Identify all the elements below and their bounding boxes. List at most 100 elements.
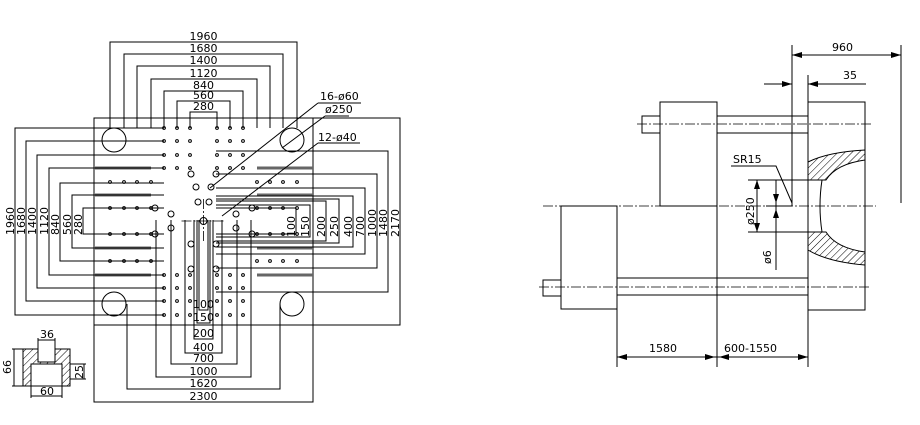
tslot-section (22, 348, 71, 387)
dim-bottom: 150 (193, 311, 214, 324)
thread-hole (188, 299, 192, 303)
tslot-depth-dim: 25 (73, 365, 86, 379)
dim-right: 100 (285, 216, 298, 237)
thread-hole (175, 139, 179, 143)
mounting-hole (207, 183, 215, 191)
dim-top: 1960 (190, 30, 218, 43)
thread-hole (175, 166, 179, 170)
mounting-hole (232, 210, 240, 218)
machine-side-view: 960 35 SR15 ø250 ø6 1580 600-1550 (539, 41, 902, 367)
dia-250-label: ø250 (744, 197, 757, 225)
dim-left: 280 (72, 214, 85, 235)
mounting-hole (232, 224, 240, 232)
tie-bar-hole (101, 127, 127, 153)
thread-hole (228, 286, 232, 290)
thread-hole (241, 166, 245, 170)
thread-hole (268, 259, 272, 263)
dim-top: 840 (193, 79, 214, 92)
dim-top: 1400 (190, 54, 218, 67)
thread-hole (241, 299, 245, 303)
thread-hole (188, 286, 192, 290)
thread-hole (188, 166, 192, 170)
thread-hole (228, 273, 232, 277)
nozzle-section-bottom (807, 231, 866, 266)
tslot-height-dim: 66 (1, 360, 14, 374)
mounting-hole (212, 265, 220, 273)
dim-bottom: 2300 (190, 390, 218, 403)
dim-600-1550: 600-1550 (724, 342, 777, 355)
dim-bottom: 100 (193, 298, 214, 311)
thread-hole (241, 286, 245, 290)
dim-left: 1680 (15, 207, 28, 235)
leader (209, 102, 319, 189)
tie-bar-hole (279, 127, 305, 153)
tslot-profile: 36 66 25 60 (1, 328, 86, 398)
dim-1580: 1580 (649, 342, 677, 355)
platen-front-view: 1960168014001120840560280230016201000700… (4, 30, 402, 403)
thread-hole (241, 273, 245, 277)
dim-right: 1480 (377, 209, 390, 237)
leader (221, 142, 319, 217)
tie-bar-top (716, 115, 809, 134)
thread-hole (281, 259, 285, 263)
dim-bottom: 1000 (190, 365, 218, 378)
dim-right: 150 (299, 216, 312, 237)
sr15-label: SR15 (733, 153, 762, 166)
thread-hole (241, 153, 245, 157)
callout-holes: 16-ø60 (320, 90, 359, 103)
thread-hole (228, 166, 232, 170)
thread-hole (228, 153, 232, 157)
dim-bottom: 200 (193, 327, 214, 340)
thread-hole (175, 153, 179, 157)
thread-hole (215, 299, 219, 303)
dim-bottom: 400 (193, 341, 214, 354)
dim-left: 1120 (38, 207, 51, 235)
thread-hole (175, 313, 179, 317)
rod-stub-bottom (542, 279, 562, 297)
tie-bar-hole (279, 291, 305, 317)
dim-left: 1400 (26, 207, 39, 235)
mounting-hole (187, 170, 195, 178)
thread-hole (215, 166, 219, 170)
thread-hole (268, 180, 272, 184)
dim-right: 400 (342, 216, 355, 237)
thread-hole (188, 153, 192, 157)
dim-bottom: 700 (193, 352, 214, 365)
tie-bar-hole (101, 291, 127, 317)
dim-35: 35 (843, 69, 857, 82)
tslot-top-dim: 36 (40, 328, 54, 341)
dim-left: 840 (49, 214, 62, 235)
thread-hole (188, 139, 192, 143)
dim-960: 960 (832, 41, 853, 54)
mounting-hole (205, 198, 213, 206)
dim-left: 560 (61, 214, 74, 235)
mounting-hole (187, 240, 195, 248)
nozzle-section-top (807, 149, 866, 181)
leader (281, 115, 326, 149)
tie-bar-bottom (616, 277, 809, 296)
callout-threads: 12-ø40 (318, 131, 357, 144)
dim-top: 280 (193, 100, 214, 113)
dim-right: 1000 (366, 209, 379, 237)
dim-top: 560 (193, 89, 214, 102)
thread-hole (215, 153, 219, 157)
thread-hole (241, 139, 245, 143)
thread-hole (228, 313, 232, 317)
ejector-housing (560, 205, 618, 310)
dim-right: 250 (328, 216, 341, 237)
thread-hole (228, 299, 232, 303)
moving-platen-upper (659, 101, 718, 207)
rod-stub-top (641, 115, 661, 134)
thread-hole (215, 286, 219, 290)
callout-ring: ø250 (325, 103, 353, 116)
thread-hole (295, 259, 299, 263)
thread-hole (241, 313, 245, 317)
thread-hole (188, 313, 192, 317)
mounting-hole (167, 210, 175, 218)
thread-hole (215, 313, 219, 317)
thread-hole (215, 139, 219, 143)
thread-hole (255, 259, 259, 263)
thread-hole (281, 180, 285, 184)
